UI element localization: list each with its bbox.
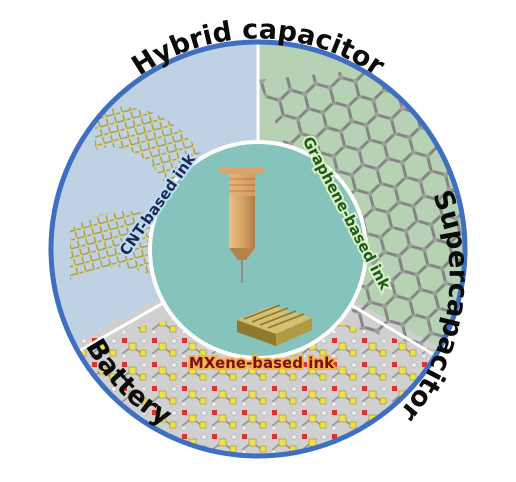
- center-disc: [148, 140, 368, 360]
- graphene-sheet: [258, 60, 465, 360]
- syringe-icon: [220, 167, 264, 283]
- outer-ring: [48, 39, 468, 459]
- label-mxene-ink: MXene-based ink: [189, 354, 335, 372]
- printed-lattice-icon: [237, 304, 312, 346]
